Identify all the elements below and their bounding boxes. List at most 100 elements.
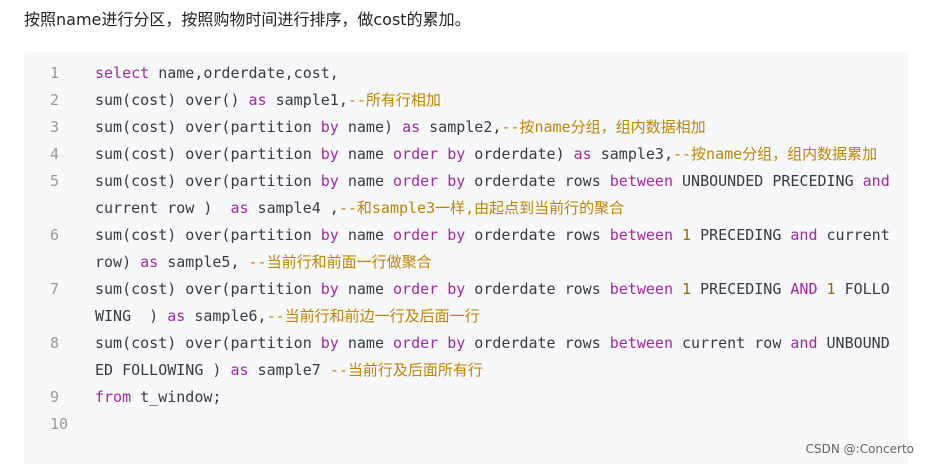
code-keyword: by [447, 280, 466, 298]
code-token: orderdate rows [465, 280, 610, 298]
code-keyword: from [95, 388, 132, 406]
code-token: PRECEDING [691, 280, 791, 298]
code-text: sum(cost) over(partition by name order b… [95, 330, 908, 384]
code-keyword: by [320, 172, 339, 190]
code-keyword: select [95, 64, 150, 82]
code-token [438, 145, 447, 163]
code-token [438, 280, 447, 298]
code-comment: --当前行和前边一行及后面一行 [266, 307, 480, 325]
code-text: sum(cost) over() as sample1,--所有行相加 [95, 87, 908, 114]
code-token [438, 226, 447, 244]
code-text: select name,orderdate,cost, [95, 60, 908, 87]
section-heading: 按照name进行分区，按照购物时间进行排序，做cost的累加。 [24, 10, 471, 29]
code-keyword: as [230, 361, 249, 379]
code-number: 1 [826, 280, 836, 298]
line-number: 9 [50, 388, 60, 406]
code-text [95, 411, 908, 438]
line-number: 8 [50, 334, 60, 352]
code-keyword: by [320, 226, 339, 244]
code-token: name [338, 280, 394, 298]
code-keyword: between [609, 334, 673, 352]
code-token: UNBOUNDED FOLLOWING ) [95, 334, 890, 379]
code-token: sample4 , [248, 199, 339, 217]
line-number: 7 [50, 280, 60, 298]
code-line: 7 sum(cost) over(partition by name order … [24, 276, 908, 330]
line-number: 5 [50, 172, 60, 190]
code-number: 1 [682, 280, 692, 298]
code-keyword: as [248, 91, 267, 109]
line-number: 1 [50, 64, 60, 82]
code-token: sum(cost) over(partition [95, 172, 321, 190]
code-token: sum(cost) over(partition [95, 145, 321, 163]
code-keyword: by [447, 334, 466, 352]
code-keyword: as [230, 199, 249, 217]
code-token: UNBOUNDED PRECEDING [673, 172, 863, 190]
code-token [438, 172, 447, 190]
code-token: sample3, [591, 145, 673, 163]
code-line: 4 sum(cost) over(partition by name order … [24, 141, 908, 168]
code-keyword: by [320, 145, 339, 163]
code-keyword: order [393, 145, 439, 163]
code-text: sum(cost) over(partition by name order b… [95, 222, 908, 276]
code-token: name [338, 172, 394, 190]
code-text: sum(cost) over(partition by name) as sam… [95, 114, 908, 141]
code-token: sum(cost) over(partition [95, 280, 321, 298]
code-token: orderdate) [465, 145, 574, 163]
code-keyword: by [447, 172, 466, 190]
code-token: current row [673, 334, 791, 352]
code-token: sum(cost) over(partition [95, 226, 321, 244]
code-keyword: AND [790, 280, 818, 298]
code-line: 8 sum(cost) over(partition by name order … [24, 330, 908, 384]
code-token [673, 280, 682, 298]
code-line: 2 sum(cost) over() as sample1,--所有行相加 [24, 87, 908, 114]
code-token [438, 334, 447, 352]
code-token: name) [338, 118, 403, 136]
watermark: CSDN @:Concerto [805, 442, 914, 456]
code-token: sum(cost) over(partition [95, 334, 321, 352]
code-token: name [338, 145, 394, 163]
code-line: 10 [24, 411, 908, 438]
code-text: from t_window; [95, 384, 908, 411]
code-keyword: between [609, 172, 673, 190]
code-keyword: and [862, 172, 890, 190]
code-keyword: order [393, 226, 439, 244]
code-token: FOLLOWING ) [95, 280, 890, 325]
code-keyword: and [790, 334, 818, 352]
code-line: 1 select name,orderdate,cost, [24, 60, 908, 87]
code-text: sum(cost) over(partition by name order b… [95, 276, 908, 330]
code-text: sum(cost) over(partition by name order b… [95, 168, 908, 222]
code-token: name [338, 226, 394, 244]
code-token [673, 226, 682, 244]
code-token: sample5, [158, 253, 249, 271]
code-comment: --当前行和前面一行做聚合 [248, 253, 432, 271]
line-number: 2 [50, 91, 60, 109]
code-token: orderdate rows [465, 334, 610, 352]
code-keyword: by [447, 145, 466, 163]
line-number: 4 [50, 145, 60, 163]
code-keyword: by [447, 226, 466, 244]
code-comment: --和sample3一样,由起点到当前行的聚合 [338, 199, 625, 217]
code-keyword: order [393, 172, 439, 190]
code-token: name [338, 334, 394, 352]
code-keyword: and [790, 226, 818, 244]
code-comment: --当前行及后面所有行 [329, 361, 483, 379]
code-keyword: as [140, 253, 159, 271]
code-comment: --按name分组，组内数据相加 [501, 118, 706, 136]
code-token [818, 280, 827, 298]
code-number: 1 [682, 226, 692, 244]
code-keyword: as [573, 145, 592, 163]
code-lines: 1 select name,orderdate,cost, 2 sum(cost) o… [24, 60, 908, 438]
code-keyword: as [167, 307, 186, 325]
code-token: current row) [95, 226, 899, 271]
code-token: orderdate rows [465, 226, 610, 244]
code-token: t_window; [131, 388, 222, 406]
code-text: sum(cost) over(partition by name order b… [95, 141, 908, 168]
code-keyword: by [320, 334, 339, 352]
line-number: 3 [50, 118, 60, 136]
code-token: sum(cost) over(partition [95, 118, 321, 136]
code-block: 1 select name,orderdate,cost, 2 sum(cost) o… [24, 52, 908, 464]
code-token: sample6, [185, 307, 267, 325]
code-keyword: between [609, 226, 673, 244]
code-keyword: by [320, 118, 339, 136]
